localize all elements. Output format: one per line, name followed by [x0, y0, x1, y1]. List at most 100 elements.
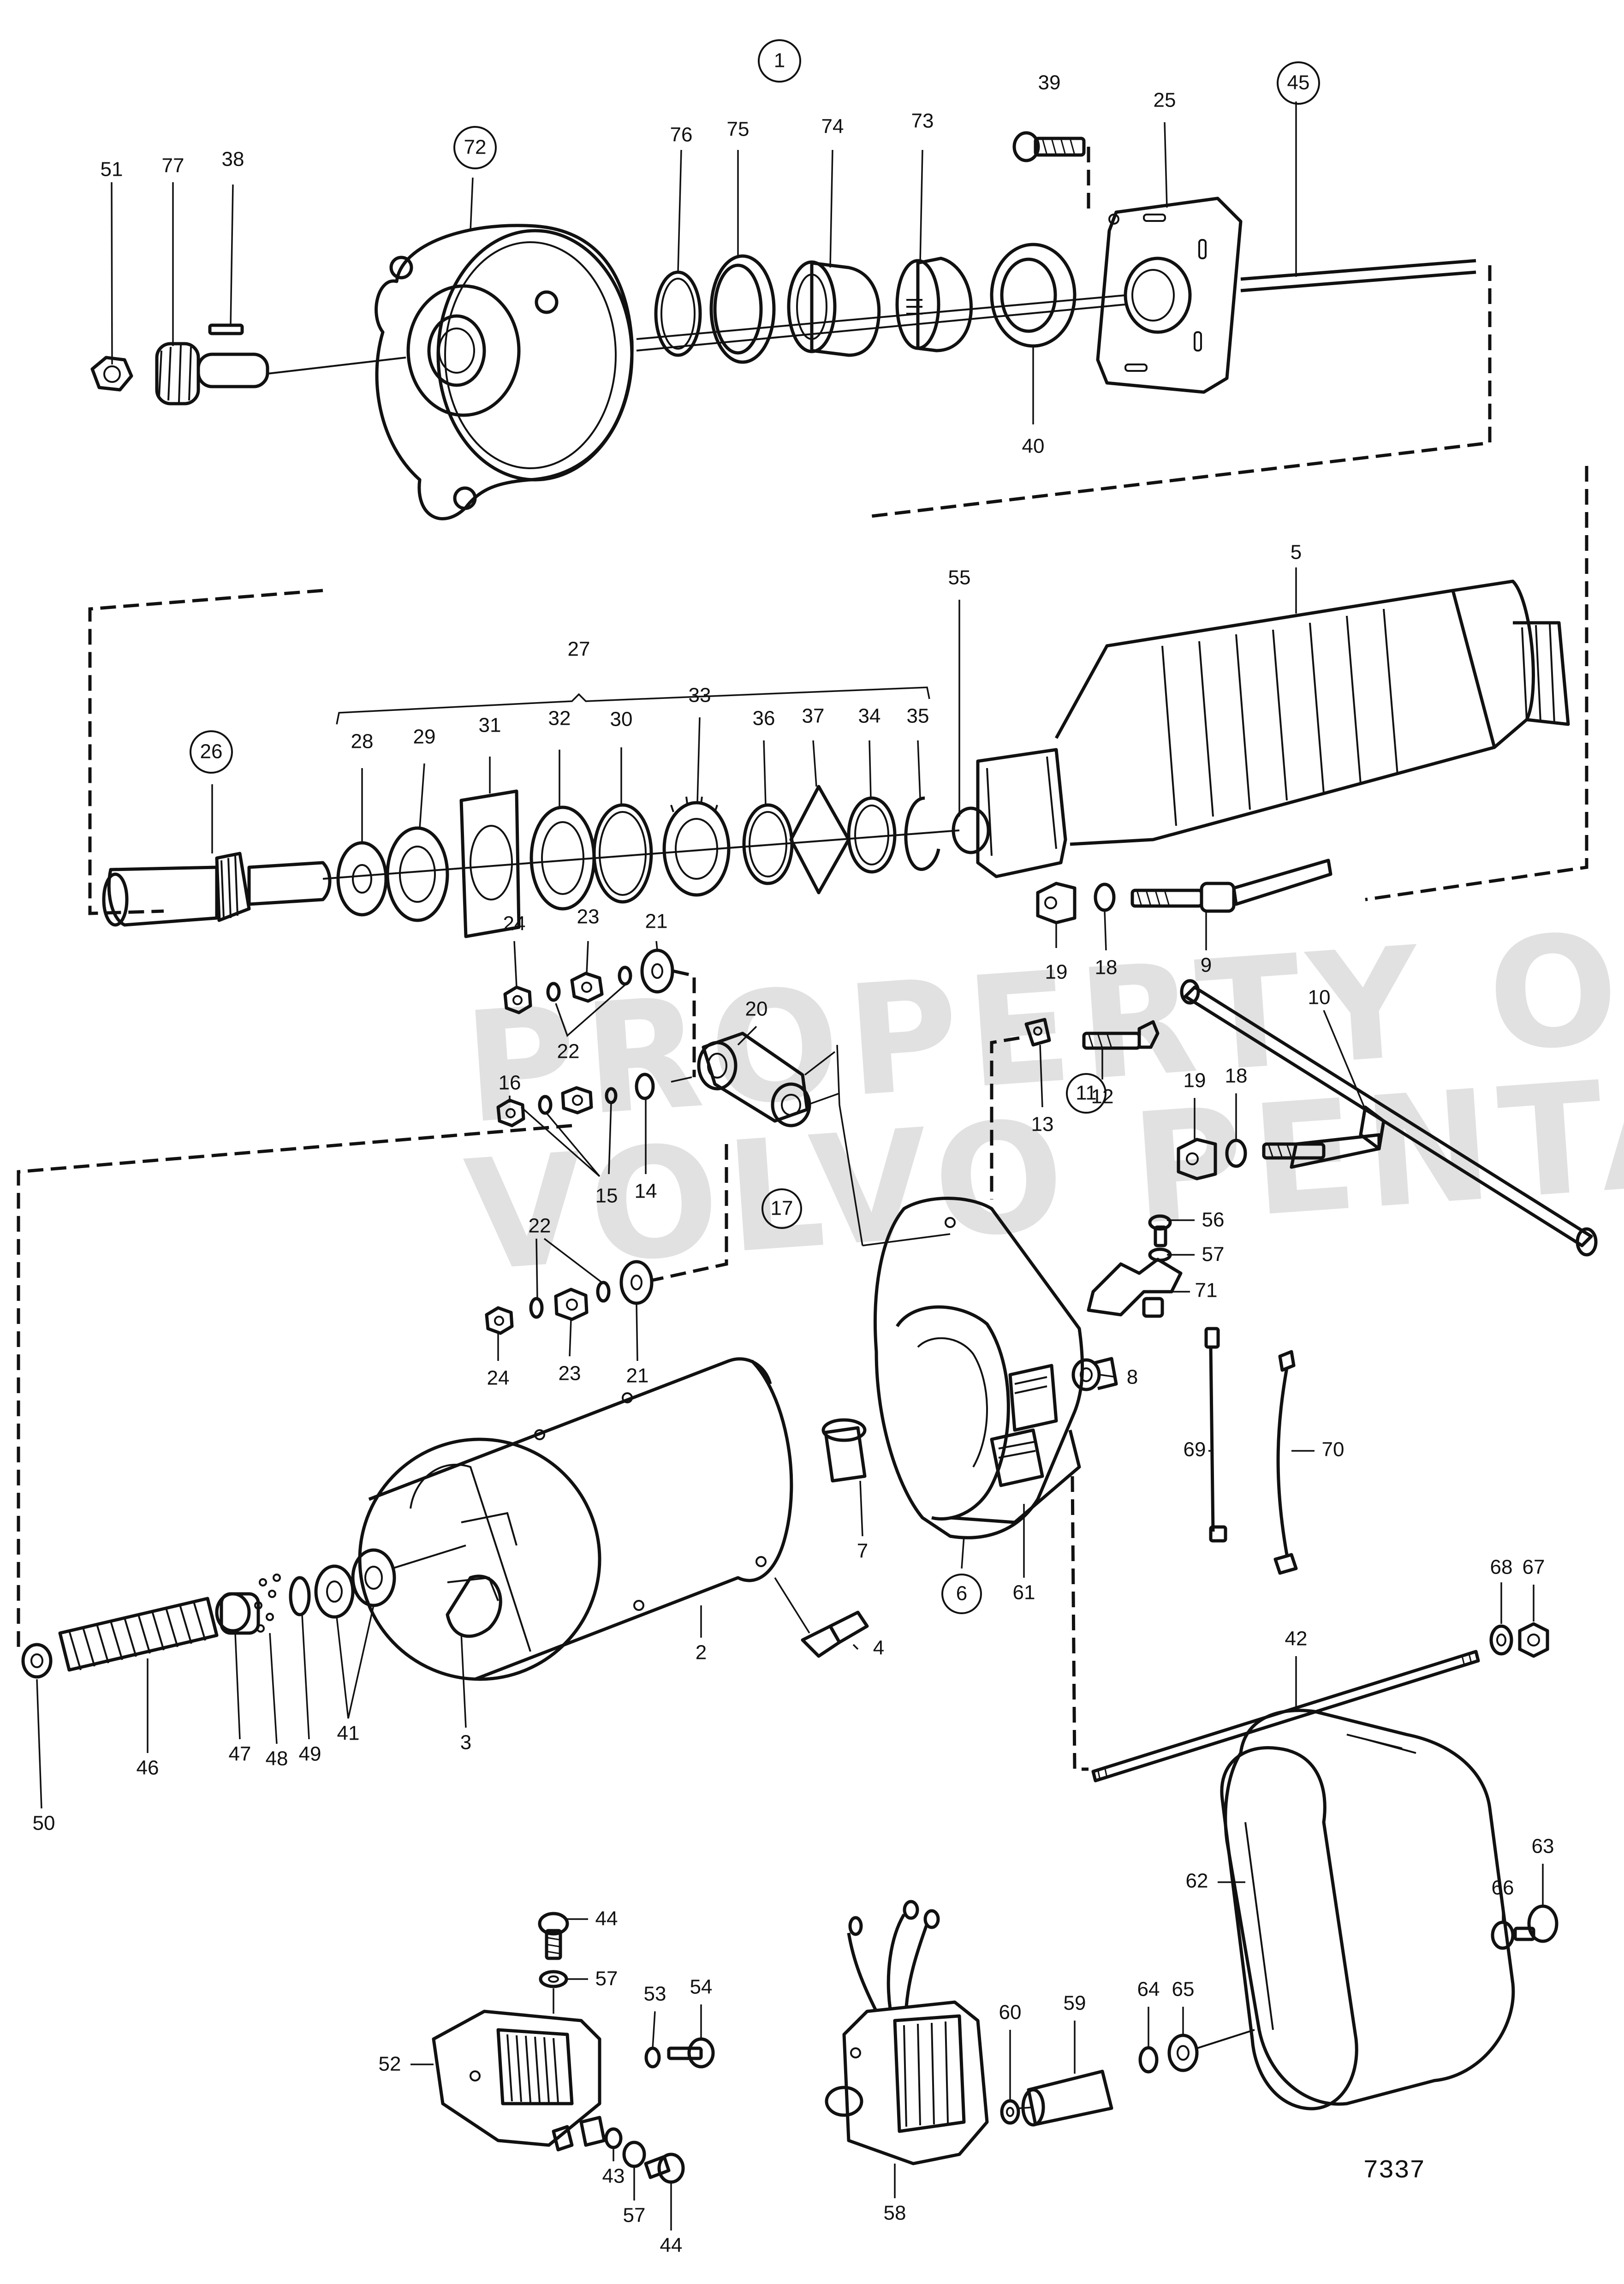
terminal-group — [485, 948, 1160, 1335]
drive-end-assembly — [90, 131, 1492, 520]
label-2: 2 — [696, 1641, 707, 1664]
washer-22a-left — [546, 982, 561, 1002]
nut-51 — [90, 356, 133, 392]
label-46: 46 — [137, 1757, 159, 1779]
label-16: 16 — [499, 1072, 521, 1094]
label-18b: 18 — [1225, 1065, 1248, 1087]
washer-43 — [604, 2127, 623, 2149]
washer-50 — [21, 1643, 53, 1679]
washer-57c — [622, 2141, 646, 2168]
armature-assembly — [88, 466, 1588, 938]
bushing-7 — [821, 1418, 867, 1483]
nut-15 — [561, 1086, 593, 1115]
ring-75 — [709, 254, 776, 364]
callout-17: 17 — [761, 1188, 802, 1229]
callout-72: 72 — [453, 126, 497, 169]
nut-19b — [1177, 1138, 1217, 1181]
callout-1: 1 — [758, 39, 801, 83]
washer-41a — [314, 1564, 355, 1619]
frame-2 — [358, 1357, 793, 1681]
label-24b: 24 — [487, 1367, 510, 1389]
label-74: 74 — [821, 115, 844, 138]
label-50: 50 — [33, 1812, 55, 1835]
label-61: 61 — [1013, 1581, 1035, 1604]
label-9: 9 — [1201, 954, 1212, 977]
leader-lines — [36, 101, 1544, 2230]
washer-18a — [1094, 883, 1116, 912]
nut-24b — [485, 1306, 514, 1335]
screw-44a — [538, 1912, 569, 1960]
label-19b: 19 — [1184, 1069, 1206, 1092]
label-68: 68 — [1490, 1556, 1513, 1579]
clutch-74 — [787, 260, 881, 357]
washer-66 — [1491, 1920, 1515, 1950]
label-39: 39 — [1038, 72, 1061, 94]
brush-holder-71 — [1087, 1258, 1183, 1318]
label-76: 76 — [670, 124, 693, 146]
label-19a: 19 — [1045, 961, 1068, 984]
label-49: 49 — [299, 1743, 321, 1765]
screw-12 — [1082, 1020, 1160, 1050]
label-48: 48 — [266, 1747, 288, 1770]
label-22a: 22 — [557, 1040, 580, 1063]
label-25: 25 — [1154, 89, 1176, 112]
label-53: 53 — [644, 1983, 666, 2005]
tie-rod-42 — [1091, 1650, 1480, 1783]
spacer-59 — [1019, 2069, 1113, 2127]
screw-44b — [644, 2153, 685, 2184]
label-27: 27 — [568, 638, 590, 661]
bearing-55 — [952, 806, 990, 854]
screw-54 — [667, 2037, 715, 2069]
label-23b: 23 — [559, 1362, 581, 1385]
spring-37 — [789, 785, 851, 895]
cover-62 — [1220, 1709, 1515, 2111]
label-51: 51 — [101, 158, 123, 181]
lock-washer-29 — [386, 826, 449, 922]
callout-1-text: 1 — [774, 49, 785, 72]
label-77: 77 — [162, 155, 184, 177]
label-43: 43 — [602, 2165, 625, 2188]
callout-11: 11 — [1066, 1073, 1106, 1114]
label-57a: 57 — [1202, 1243, 1225, 1266]
washer-65 — [1167, 2034, 1199, 2072]
label-14: 14 — [635, 1180, 657, 1203]
label-40: 40 — [1022, 435, 1045, 458]
label-18a: 18 — [1095, 956, 1118, 979]
end-shield-6 — [874, 1197, 1084, 1539]
nut-67 — [1518, 1622, 1549, 1658]
label-62: 62 — [1186, 1870, 1208, 1892]
screw-56 — [1148, 1214, 1172, 1247]
label-38: 38 — [222, 148, 244, 171]
screw-63 — [1513, 1904, 1559, 1943]
label-21b: 21 — [626, 1365, 649, 1387]
circlip-35 — [904, 796, 940, 871]
label-42: 42 — [1285, 1628, 1308, 1650]
label-37: 37 — [802, 705, 825, 728]
bolt-9 — [1130, 859, 1333, 913]
label-34: 34 — [858, 705, 881, 728]
label-7: 7 — [857, 1540, 868, 1562]
washer-14 — [635, 1073, 655, 1100]
washer-57b — [539, 1970, 568, 1988]
label-3: 3 — [460, 1731, 471, 1754]
washer-22b-left — [529, 1297, 544, 1319]
cable-69 — [1204, 1327, 1227, 1543]
callout-17-text: 17 — [771, 1197, 793, 1220]
cable-70 — [1273, 1350, 1298, 1575]
bushing-47 — [215, 1592, 260, 1635]
label-71: 71 — [1195, 1279, 1218, 1302]
part-number-labels: 51 77 38 76 75 74 73 39 25 40 5 27 28 29… — [33, 72, 1554, 2257]
label-55: 55 — [948, 567, 971, 589]
label-59: 59 — [1064, 1992, 1086, 2015]
screw-4 — [801, 1610, 869, 1658]
circled-labels: 1 72 45 26 11 17 6 — [190, 39, 1320, 1614]
label-24a: 24 — [503, 912, 526, 935]
label-32: 32 — [548, 707, 571, 730]
label-33: 33 — [689, 684, 711, 707]
ring-30 — [592, 803, 653, 904]
label-36: 36 — [753, 707, 775, 730]
label-60: 60 — [999, 2001, 1022, 2024]
washer-64 — [1138, 2046, 1159, 2074]
label-12: 12 — [1091, 1085, 1114, 1108]
